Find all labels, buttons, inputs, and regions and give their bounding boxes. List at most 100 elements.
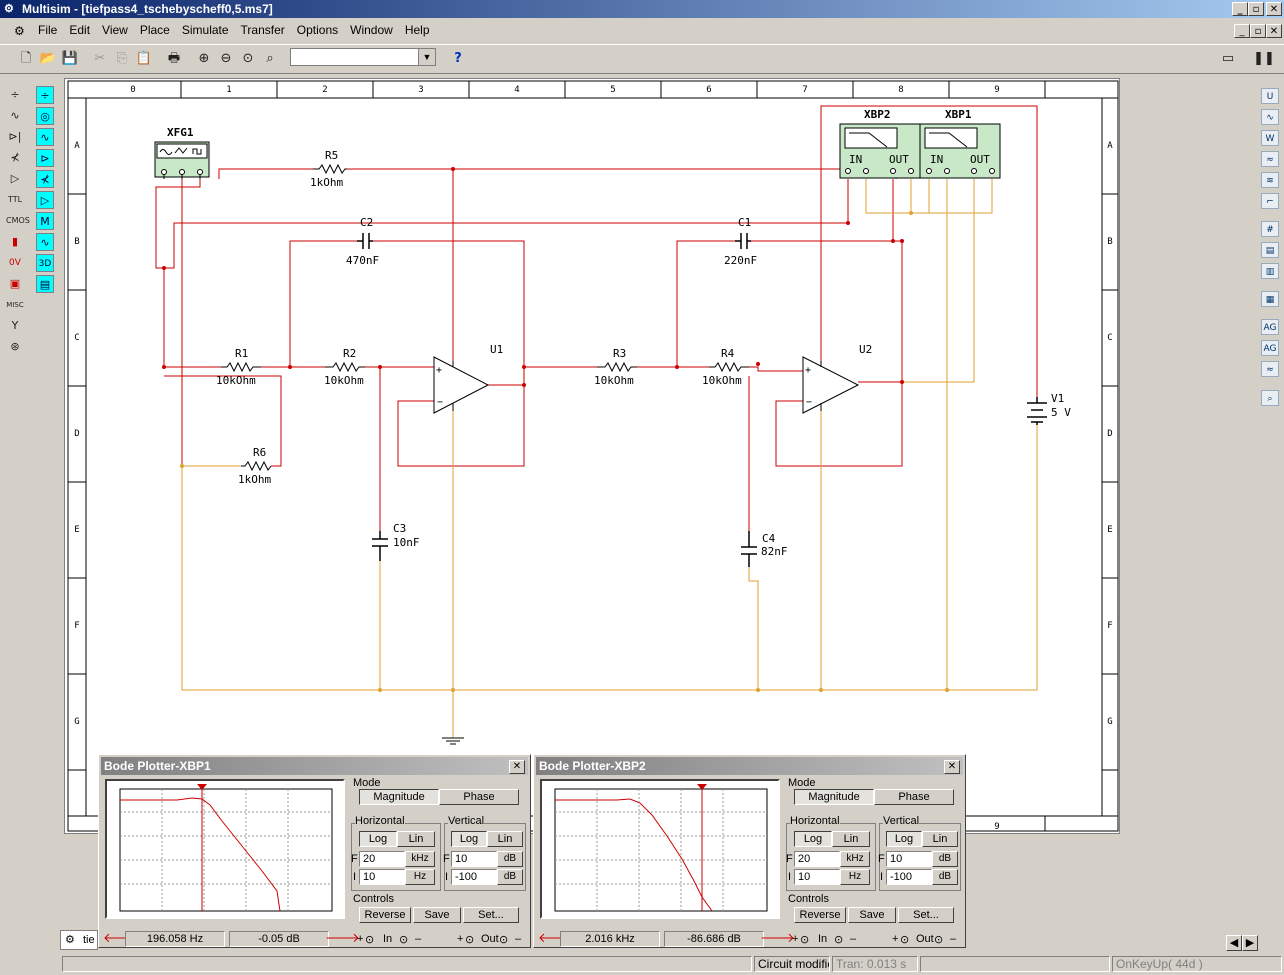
horizontal-lin-button[interactable]: Lin: [832, 831, 870, 847]
out-minus-terminal-icon[interactable]: ⊙: [934, 933, 944, 946]
bode-graph[interactable]: [540, 779, 780, 919]
horizontal-initial-unit[interactable]: Hz: [405, 869, 435, 885]
doc-restore-button[interactable]: ▫: [1250, 24, 1266, 38]
probe-icon[interactable]: ⌕: [1261, 390, 1279, 406]
schematic-drawing[interactable]: 0 1 2 3 4 5 6 7 8 9 9 A B C D E F G A B …: [65, 79, 1119, 833]
logic-converter-icon[interactable]: ▦: [1261, 291, 1279, 307]
reverse-button[interactable]: Reverse: [359, 907, 411, 923]
set-button[interactable]: Set...: [463, 907, 519, 923]
word-generator-icon[interactable]: ▤: [1261, 242, 1279, 258]
menu-view[interactable]: View: [102, 23, 128, 37]
instrument-icon[interactable]: ▭: [1221, 51, 1235, 66]
function-generator[interactable]: [154, 141, 210, 179]
set-button[interactable]: Set...: [898, 907, 954, 923]
bode-plotter-icon[interactable]: ⌐: [1261, 193, 1279, 209]
close-icon[interactable]: ✕: [944, 760, 960, 774]
virtual-signal-icon[interactable]: ◎: [36, 107, 54, 125]
zoom-fit-icon[interactable]: ⌕: [266, 51, 274, 66]
menu-simulate[interactable]: Simulate: [181, 23, 229, 37]
virtual-misc-icon[interactable]: M: [36, 212, 54, 230]
virtual-transistor-icon[interactable]: ⊀: [36, 170, 54, 188]
arrow-left-icon[interactable]: 🡐: [538, 931, 573, 946]
electromech-icon[interactable]: ⊛: [10, 340, 20, 353]
in-minus-terminal-icon[interactable]: ⊙: [834, 933, 844, 946]
tab-scroll-right-icon[interactable]: ▶: [1242, 935, 1258, 951]
in-minus-terminal-icon[interactable]: ⊙: [399, 933, 409, 946]
virtual-analog-icon[interactable]: ▷: [36, 191, 54, 209]
mixed-icon[interactable]: 0V: [9, 258, 21, 268]
transistor-icon[interactable]: ⊀: [10, 151, 20, 164]
bode-plotter-xbp1-symbol[interactable]: [919, 123, 1001, 179]
vertical-initial-field[interactable]: -100: [886, 869, 932, 885]
out-minus-terminal-icon[interactable]: ⊙: [499, 933, 509, 946]
function-generator-icon[interactable]: ∿: [1261, 109, 1279, 125]
arrow-left-icon[interactable]: 🡐: [103, 931, 138, 946]
spectrum-analyzer-icon[interactable]: AG: [1261, 340, 1279, 356]
chevron-down-icon[interactable]: ▼: [418, 49, 435, 65]
oscilloscope-icon[interactable]: ≈: [1261, 151, 1279, 167]
diode-icon[interactable]: ⊳|: [8, 130, 22, 143]
magnitude-button[interactable]: Magnitude: [359, 789, 439, 805]
doc-close-button[interactable]: ✕: [1266, 24, 1282, 38]
ttl-icon[interactable]: TTL: [7, 195, 23, 204]
open-folder-icon[interactable]: 📂: [39, 51, 57, 66]
misc-icon[interactable]: MISC: [6, 301, 24, 309]
print-icon[interactable]: 🖶: [167, 51, 181, 66]
network-analyzer-icon[interactable]: ≈: [1261, 361, 1279, 377]
vertical-final-field[interactable]: 10: [451, 851, 497, 867]
menu-edit[interactable]: Edit: [69, 23, 91, 37]
virtual-basic-icon[interactable]: ∿: [36, 128, 54, 146]
zoom-in-icon[interactable]: ⊕: [198, 51, 210, 66]
vertical-log-button[interactable]: Log: [886, 831, 922, 847]
help-icon[interactable]: ?: [454, 51, 462, 66]
copy-icon[interactable]: ⎘: [116, 51, 128, 66]
bode-plotter-xbp2-symbol[interactable]: [839, 123, 921, 179]
tab-document[interactable]: ⚙ tie: [60, 930, 98, 950]
horizontal-final-field[interactable]: 20: [794, 851, 840, 867]
out-plus-terminal-icon[interactable]: ⊙: [465, 933, 475, 946]
vertical-final-unit[interactable]: dB: [932, 851, 958, 867]
paste-icon[interactable]: 📋: [135, 51, 153, 66]
bode-graph[interactable]: [105, 779, 345, 919]
reverse-button[interactable]: Reverse: [794, 907, 846, 923]
zoom-area-icon[interactable]: ⊙: [242, 51, 254, 66]
menu-window[interactable]: Window: [350, 23, 393, 37]
vertical-initial-unit[interactable]: dB: [497, 869, 523, 885]
save-button[interactable]: Save: [848, 907, 896, 923]
vertical-initial-unit[interactable]: dB: [932, 869, 958, 885]
save-button[interactable]: Save: [413, 907, 461, 923]
indicator-icon[interactable]: ▣: [9, 277, 21, 290]
new-file-icon[interactable]: 🗋: [20, 51, 32, 66]
horizontal-log-button[interactable]: Log: [794, 831, 832, 847]
vertical-lin-button[interactable]: Lin: [922, 831, 958, 847]
cmos-icon[interactable]: CMOS: [6, 216, 30, 225]
virtual-3d-icon[interactable]: 3D: [36, 254, 54, 272]
virtual-rated-icon[interactable]: ▤: [36, 275, 54, 293]
horizontal-final-unit[interactable]: kHz: [405, 851, 435, 867]
in-plus-terminal-icon[interactable]: ⊙: [800, 933, 810, 946]
menu-options[interactable]: Options: [296, 23, 339, 37]
frequency-counter-icon[interactable]: #: [1261, 221, 1279, 237]
four-channel-scope-icon[interactable]: ≋: [1261, 172, 1279, 188]
horizontal-final-field[interactable]: 20: [359, 851, 405, 867]
menu-place[interactable]: Place: [139, 23, 170, 37]
vertical-final-unit[interactable]: dB: [497, 851, 523, 867]
schematic-canvas[interactable]: 0 1 2 3 4 5 6 7 8 9 9 A B C D E F G A B …: [64, 78, 1120, 834]
close-icon[interactable]: ✕: [509, 760, 525, 774]
antenna-icon[interactable]: Y: [11, 319, 19, 332]
analog-icon[interactable]: ▷: [10, 172, 20, 185]
vertical-initial-field[interactable]: -100: [451, 869, 497, 885]
horizontal-log-button[interactable]: Log: [359, 831, 397, 847]
vertical-log-button[interactable]: Log: [451, 831, 487, 847]
phase-button[interactable]: Phase: [439, 789, 519, 805]
in-plus-terminal-icon[interactable]: ⊙: [365, 933, 375, 946]
toolbar-toggle-icon[interactable]: ❚❚: [1253, 51, 1275, 66]
horizontal-final-unit[interactable]: kHz: [840, 851, 870, 867]
magnitude-button[interactable]: Magnitude: [794, 789, 874, 805]
phase-button[interactable]: Phase: [874, 789, 954, 805]
save-icon[interactable]: 💾: [61, 51, 79, 66]
power-source-icon[interactable]: ÷: [10, 88, 20, 101]
menu-help[interactable]: Help: [404, 23, 430, 37]
zoom-out-icon[interactable]: ⊖: [220, 51, 232, 66]
doc-minimize-button[interactable]: _: [1234, 24, 1250, 38]
